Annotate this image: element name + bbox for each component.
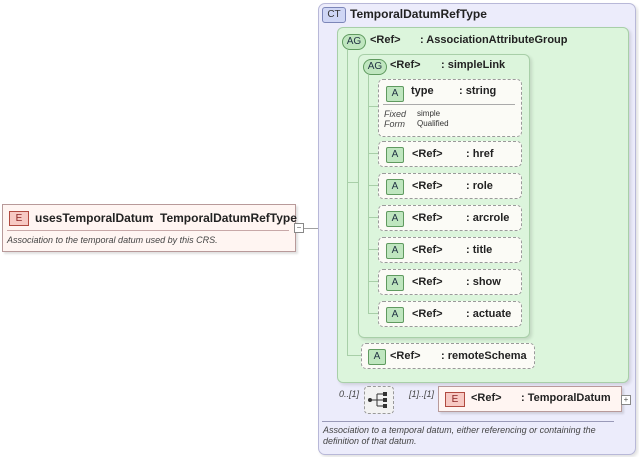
complex-type-badge: CT bbox=[322, 7, 346, 23]
attribute-role[interactable]: A <Ref> : role bbox=[378, 173, 522, 199]
element-doc: Association to the temporal datum used b… bbox=[7, 235, 218, 245]
attribute-badge: A bbox=[386, 86, 404, 102]
attribute-group-badge: AG bbox=[342, 34, 366, 50]
ag-outer-to-inner bbox=[347, 182, 359, 183]
attribute-remote-schema[interactable]: A <Ref> : remoteSchema bbox=[361, 343, 535, 369]
attribute-group-inner-badge: AG bbox=[363, 59, 387, 75]
attribute-actuate[interactable]: A <Ref> : actuate bbox=[378, 301, 522, 327]
attribute-group-inner-ref: <Ref> bbox=[390, 59, 421, 71]
attribute-badge: A bbox=[386, 211, 404, 227]
attribute-name: : arcrole bbox=[466, 212, 510, 224]
attribute-title[interactable]: A <Ref> : title bbox=[378, 237, 522, 263]
element-badge: E bbox=[445, 392, 465, 407]
conn-role bbox=[368, 185, 378, 186]
attribute-name: : role bbox=[466, 180, 493, 192]
element-badge: E bbox=[9, 211, 29, 226]
divider bbox=[322, 421, 614, 422]
element-name: usesTemporalDatum bbox=[35, 211, 153, 225]
attribute-ref: <Ref> bbox=[390, 350, 421, 362]
form-label: Form bbox=[384, 119, 405, 129]
sequence-right-cardinality: [1]..[1] bbox=[409, 389, 435, 399]
element-uses-temporal-datum[interactable]: E usesTemporalDatum : TemporalDatumRefTy… bbox=[2, 204, 297, 252]
attribute-ref: <Ref> bbox=[412, 308, 443, 320]
attribute-ref: <Ref> bbox=[412, 180, 443, 192]
divider bbox=[7, 230, 289, 231]
attribute-group-ref: <Ref> bbox=[370, 34, 401, 46]
conn-title bbox=[368, 249, 378, 250]
attribute-group-name: : AssociationAttributeGroup bbox=[420, 34, 568, 46]
attribute-badge: A bbox=[386, 179, 404, 195]
attribute-href[interactable]: A <Ref> : href bbox=[378, 141, 522, 167]
sequence-left-cardinality: 0..[1] bbox=[339, 389, 360, 399]
conn-href bbox=[368, 153, 378, 154]
element-name: : TemporalDatum bbox=[521, 392, 611, 404]
attribute-name: : show bbox=[466, 276, 501, 288]
element-type-separator: : bbox=[150, 211, 154, 225]
collapse-icon[interactable]: − bbox=[294, 223, 304, 233]
attribute-name: : href bbox=[466, 148, 494, 160]
connector-element-to-type bbox=[296, 228, 330, 229]
fixed-label: Fixed bbox=[384, 109, 407, 119]
conn-show bbox=[368, 281, 378, 282]
attribute-group-inner-name: : simpleLink bbox=[441, 59, 506, 71]
attribute-show[interactable]: A <Ref> : show bbox=[378, 269, 522, 295]
ag-outer-to-remote bbox=[347, 355, 361, 356]
ag-inner-trunk bbox=[368, 75, 369, 313]
attribute-badge: A bbox=[386, 147, 404, 163]
element-type: TemporalDatumRefType bbox=[160, 211, 297, 225]
attribute-type-value: : string bbox=[459, 85, 497, 97]
element-temporal-datum[interactable]: E <Ref> : TemporalDatum bbox=[438, 386, 622, 412]
ag-outer-trunk bbox=[347, 50, 348, 355]
attribute-name: : actuate bbox=[466, 308, 512, 320]
attribute-badge: A bbox=[386, 307, 404, 323]
element-ref: <Ref> bbox=[471, 392, 502, 404]
attribute-name: : remoteSchema bbox=[441, 350, 527, 362]
form-value: Qualified bbox=[417, 119, 449, 128]
attribute-type[interactable]: A type : string Fixed simple Form Qualif… bbox=[378, 79, 522, 137]
sequence-compositor[interactable] bbox=[364, 386, 394, 414]
attribute-arcrole[interactable]: A <Ref> : arcrole bbox=[378, 205, 522, 231]
attribute-badge: A bbox=[386, 243, 404, 259]
fixed-value: simple bbox=[417, 109, 441, 118]
conn-type bbox=[368, 106, 378, 107]
attribute-name: : title bbox=[466, 244, 493, 256]
attribute-badge: A bbox=[368, 349, 386, 365]
conn-arcrole bbox=[368, 217, 378, 218]
sequence-icon bbox=[368, 392, 387, 408]
attribute-ref: <Ref> bbox=[412, 244, 443, 256]
conn-actuate bbox=[368, 313, 378, 314]
attribute-ref: <Ref> bbox=[412, 148, 443, 160]
attribute-name: type bbox=[411, 85, 434, 97]
complex-type-doc: Association to a temporal datum, either … bbox=[323, 425, 596, 446]
attribute-ref: <Ref> bbox=[412, 212, 443, 224]
complex-type-title: TemporalDatumRefType bbox=[350, 7, 487, 21]
divider bbox=[383, 104, 515, 105]
attribute-ref: <Ref> bbox=[412, 276, 443, 288]
attribute-badge: A bbox=[386, 275, 404, 291]
expand-icon[interactable]: + bbox=[621, 395, 631, 405]
